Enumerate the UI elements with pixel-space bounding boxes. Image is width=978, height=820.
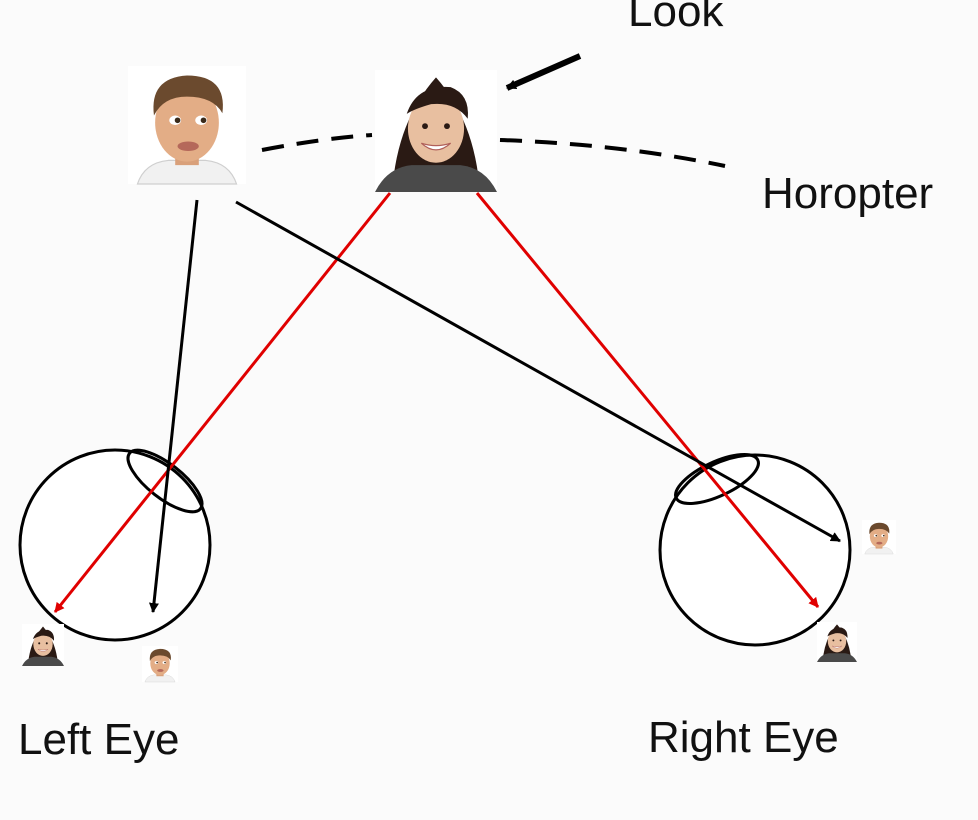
girl-ray-right-eye xyxy=(475,192,820,608)
look-arrow xyxy=(505,53,582,91)
right-eye xyxy=(658,453,852,647)
boy-face-icon xyxy=(128,65,246,185)
left-lens xyxy=(126,448,204,514)
left-eye xyxy=(18,448,212,642)
girl-ray-left-eye xyxy=(53,192,392,613)
girl-face-icon xyxy=(375,70,497,192)
left-eye-label: Left Eye xyxy=(18,715,180,764)
horopter-curve xyxy=(261,133,373,152)
girl-face-small-right-icon xyxy=(816,622,858,662)
right-eye-label: Right Eye xyxy=(648,713,839,762)
boy-ray-right-eye xyxy=(235,200,841,543)
boy-face-small-right-icon xyxy=(862,519,896,555)
look-label: Look xyxy=(628,0,724,36)
horopter-label: Horopter xyxy=(762,169,934,218)
left-eyeball xyxy=(18,448,212,642)
boy-ray-left-eye xyxy=(148,199,199,613)
girl-face-small-left-icon xyxy=(22,624,64,666)
right-eyeball xyxy=(658,453,852,647)
horopter-curve-right xyxy=(499,138,726,168)
boy-face-small-left-icon xyxy=(142,645,178,683)
